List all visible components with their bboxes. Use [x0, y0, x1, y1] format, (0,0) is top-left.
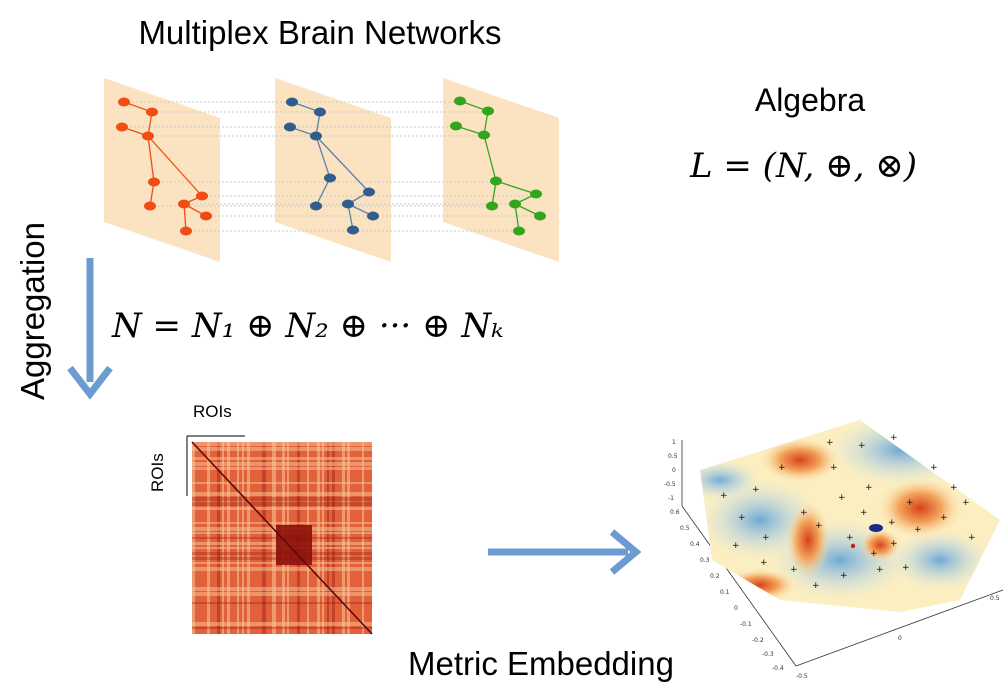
svg-text:-0.1: -0.1 — [740, 621, 752, 628]
embedding-point-marker: + — [870, 549, 878, 559]
embedding-point-marker: + — [890, 539, 898, 549]
svg-text:0.3: 0.3 — [700, 557, 710, 564]
svg-text:0.5: 0.5 — [668, 453, 678, 460]
embedding-point-marker: + — [860, 508, 868, 518]
algebra-heading: Algebra — [754, 82, 866, 118]
svg-text:0.1: 0.1 — [720, 589, 730, 596]
embedding-point-marker: + — [752, 485, 760, 495]
metric-embedding-surface: 1 0.5 0 -0.5 -1 0.6 0.5 0.4 0.3 0.2 0.1 0 -0.1 -0… — [664, 420, 1004, 680]
embedding-point-marker: + — [858, 441, 866, 451]
svg-text:-0.4: -0.4 — [772, 665, 784, 672]
embedding-point-marker: + — [950, 483, 958, 493]
aggregation-formula: N = N₁ ⊕ N₂ ⊕ ··· ⊕ Nₖ — [112, 306, 504, 346]
svg-text:-0.3: -0.3 — [762, 651, 774, 658]
embedding-point-marker: + — [815, 521, 823, 531]
svg-text:1: 1 — [672, 439, 676, 446]
embedding-point-marker: + — [846, 533, 854, 543]
right-arrow-icon — [488, 529, 642, 575]
layer-2-network — [284, 97, 379, 235]
embedding-point-marker: + — [838, 493, 846, 503]
connectivity-matrix — [191, 441, 373, 635]
svg-text:0.5: 0.5 — [680, 525, 690, 532]
down-arrow-icon — [67, 258, 113, 400]
embedding-point-marker: + — [732, 541, 740, 551]
layer-plane-3 — [443, 78, 559, 262]
embedding-point-marker: + — [906, 498, 914, 508]
embedding-point-marker: + — [962, 498, 970, 508]
layer-1-network — [116, 97, 212, 236]
network-layers — [104, 78, 559, 262]
embedding-point-marker: + — [902, 563, 910, 573]
embedding-point-marker: + — [778, 463, 786, 473]
embedding-point-marker: + — [830, 463, 838, 473]
svg-text:0.6: 0.6 — [670, 509, 680, 516]
embedding-point-marker: + — [930, 463, 938, 473]
matrix-axis-brackets — [186, 435, 245, 496]
embedding-point-marker: + — [968, 533, 976, 543]
embedding-point-marker: + — [914, 525, 922, 535]
embedding-point-marker: + — [890, 433, 898, 443]
svg-text:0: 0 — [734, 605, 738, 612]
svg-text:0.5: 0.5 — [990, 595, 1000, 602]
svg-text:-1: -1 — [668, 495, 674, 502]
svg-text:-0.2: -0.2 — [752, 637, 764, 644]
embedding-point-marker: + — [826, 438, 834, 448]
embedding-point-marker: + — [762, 533, 770, 543]
metric-embedding-label: Metric Embedding — [408, 645, 674, 682]
algebra-formula: L = (N, ⊕, ⊗) — [690, 146, 917, 186]
svg-text:-0.5: -0.5 — [664, 481, 676, 488]
embedding-point-marker: + — [840, 571, 848, 581]
svg-text:0.4: 0.4 — [690, 541, 700, 548]
embedding-point-marker: + — [940, 513, 948, 523]
embedding-point-marker: + — [888, 518, 896, 528]
embedding-point-marker: + — [790, 565, 798, 575]
embedding-point-marker: + — [760, 558, 768, 568]
svg-text:0.2: 0.2 — [710, 573, 720, 580]
svg-text:0: 0 — [898, 635, 902, 642]
embedding-point-marker: + — [876, 565, 884, 575]
embedding-point-marker: + — [738, 513, 746, 523]
layer-plane-1 — [104, 78, 220, 262]
embedding-point-marker: + — [720, 491, 728, 501]
matrix-x-label: ROIs — [193, 402, 232, 421]
embedding-point-marker: + — [800, 508, 808, 518]
embedding-point-marker: + — [812, 581, 820, 591]
layer-3-network — [450, 96, 546, 236]
diagram-title: Multiplex Brain Networks — [138, 14, 502, 51]
svg-text:0: 0 — [672, 467, 676, 474]
svg-text:-0.5: -0.5 — [796, 673, 808, 680]
embedding-point-marker: + — [865, 483, 873, 493]
